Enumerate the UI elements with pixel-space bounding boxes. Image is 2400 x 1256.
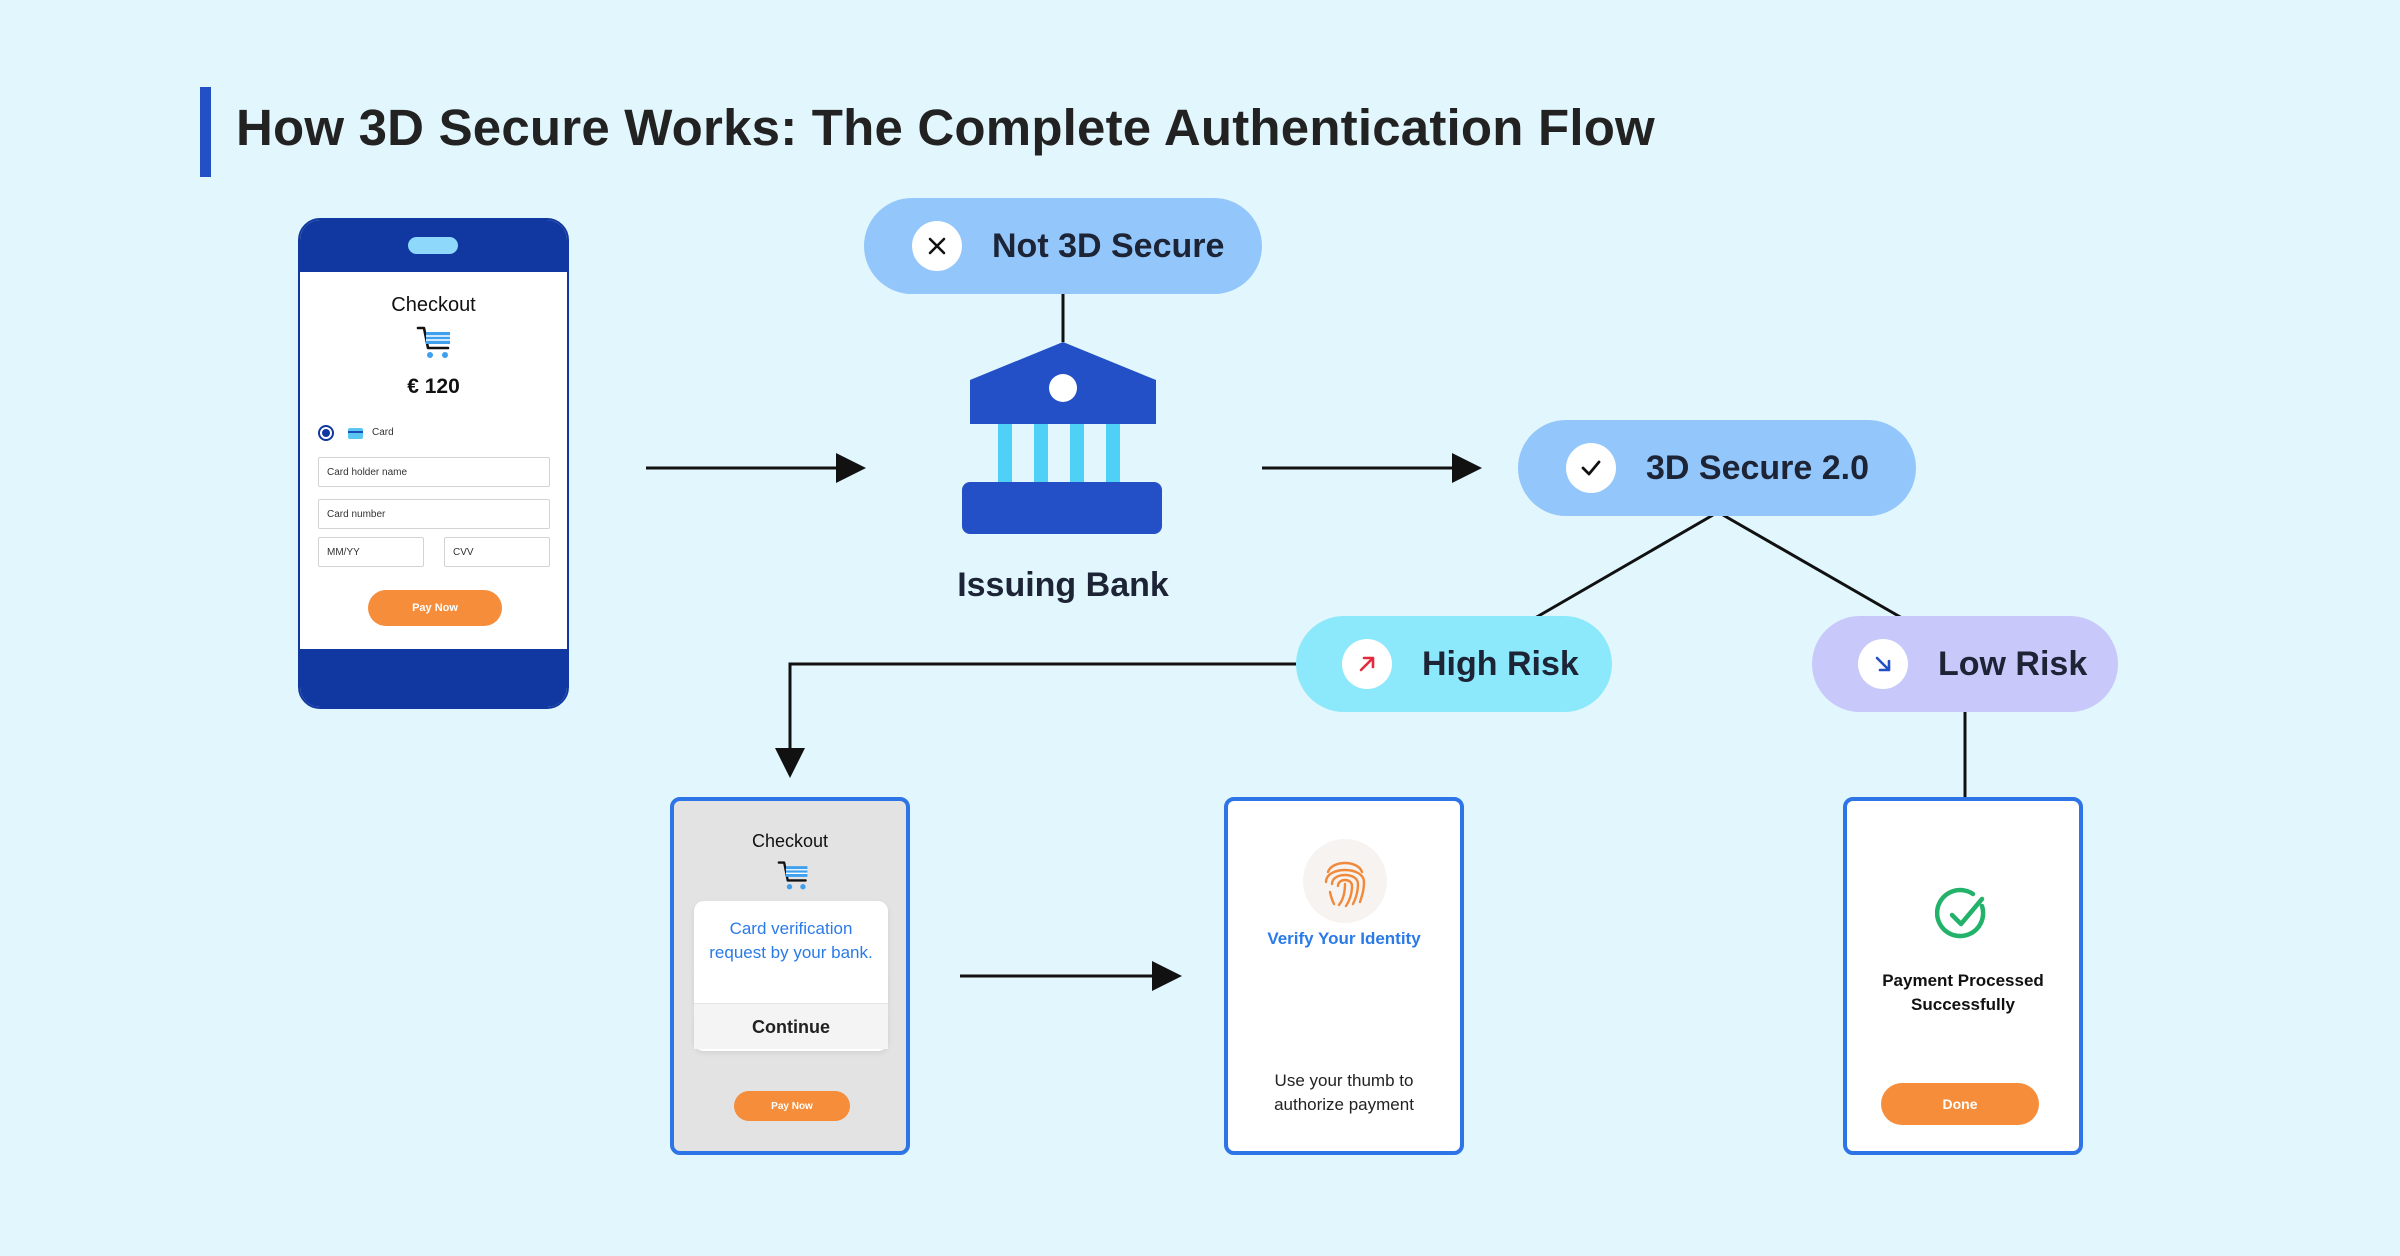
arrow-high-risk-to-verification (775, 662, 1296, 778)
credit-card-icon (348, 428, 363, 439)
payment-success-message: Payment Processed Successfully (1882, 971, 2044, 1014)
pay-now-button[interactable]: Pay Now (734, 1091, 850, 1121)
continue-button[interactable]: Continue (752, 1017, 830, 1037)
high-risk-label: High Risk (1422, 644, 1579, 683)
3d-secure-2-pill: 3D Secure 2.0 (1518, 420, 1916, 516)
checkout-title: Checkout (391, 294, 476, 316)
close-icon (912, 221, 962, 271)
payment-method-label: Card (372, 427, 394, 438)
modal-divider (694, 1003, 888, 1049)
verification-modal: Card verification request by your bank. … (694, 901, 888, 1051)
card-radio[interactable] (318, 425, 334, 441)
cvv-field[interactable]: CVV (444, 537, 550, 567)
line-3ds2-to-high-risk (1534, 513, 1714, 620)
low-risk-label: Low Risk (1938, 644, 2088, 683)
card-holder-name-field[interactable]: Card holder name (318, 457, 550, 487)
identity-phone: Verify Your Identity Use your thumb to a… (1224, 797, 1464, 1155)
verification-phone: Checkout Card verification request by yo… (670, 797, 910, 1155)
card-number-field[interactable]: Card number (318, 499, 550, 529)
done-button[interactable]: Done (1881, 1083, 2039, 1125)
verify-identity-title: Verify Your Identity (1267, 929, 1421, 948)
issuing-bank-label: Issuing Bank (957, 566, 1169, 604)
thumb-hint-text: Use your thumb to authorize payment (1274, 1071, 1414, 1114)
arrow-down-right-icon (1858, 639, 1908, 689)
phone-footer (300, 649, 567, 707)
not-3d-secure-label: Not 3D Secure (992, 226, 1225, 265)
checkout-phone: Checkout € 120 Card Card holder name Car… (298, 218, 569, 709)
high-risk-pill: High Risk (1296, 616, 1612, 712)
pay-now-button[interactable]: Pay Now (368, 590, 502, 626)
expiry-field[interactable]: MM/YY (318, 537, 424, 567)
3d-secure-2-label: 3D Secure 2.0 (1646, 448, 1870, 487)
bank-icon (960, 340, 1166, 541)
arrow-up-right-icon (1342, 639, 1392, 689)
low-risk-pill: Low Risk (1812, 616, 2118, 712)
cart-icon (777, 859, 811, 898)
page-title: How 3D Secure Works: The Complete Authen… (236, 99, 1655, 156)
verification-modal-text: Card verification request by your bank. (709, 919, 873, 962)
cart-icon (416, 324, 454, 367)
success-phone: Payment Processed Successfully Done (1843, 797, 2083, 1155)
line-3ds2-to-low-risk (1722, 513, 1903, 620)
verification-checkout-title: Checkout (751, 831, 829, 851)
fingerprint-icon[interactable] (1303, 839, 1387, 923)
checkout-amount: € 120 (407, 375, 460, 398)
check-icon (1566, 443, 1616, 493)
not-3d-secure-pill: Not 3D Secure (864, 198, 1262, 294)
title-accent-bar (200, 87, 211, 177)
phone-notch (408, 237, 458, 254)
check-circle-icon (1934, 887, 1991, 948)
